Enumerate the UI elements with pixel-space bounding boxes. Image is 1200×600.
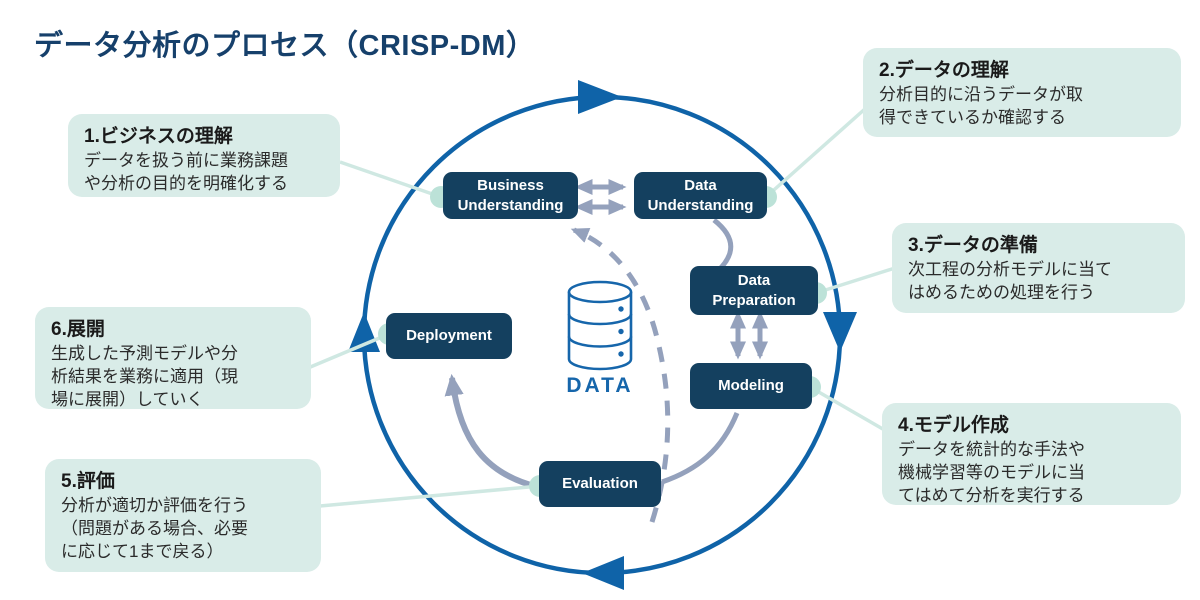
callout-5-line: （問題がある場合、必要 bbox=[61, 519, 248, 538]
dashed-feedback-arrow bbox=[570, 227, 671, 523]
callout-6-line: 生成した予測モデルや分 bbox=[51, 344, 238, 363]
cycle-arrowhead-right-icon bbox=[823, 312, 857, 352]
node-data-preparation-label: Data Preparation bbox=[712, 271, 796, 309]
database-icon: DATA bbox=[566, 280, 633, 397]
callout-business-understanding: 1.ビジネスの理解 データを扱う前に業務課題 や分析の目的を明確化する bbox=[68, 114, 340, 197]
callout-5-line: 分析が適切か評価を行う bbox=[61, 496, 248, 515]
callout-6-line: 場に展開）していく bbox=[51, 390, 204, 409]
flow-arrow-evaluation-to-deployment bbox=[444, 373, 539, 490]
callout-2-heading: 2.データの理解 bbox=[879, 60, 1009, 81]
connector-callout-2 bbox=[764, 106, 868, 199]
cycle-arrowhead-bottom-icon bbox=[582, 556, 624, 590]
callout-connectors bbox=[307, 106, 896, 508]
callout-3-line: 次工程の分析モデルに当て bbox=[908, 260, 1112, 279]
callout-1-heading: 1.ビジネスの理解 bbox=[84, 126, 233, 147]
connector-callout-3 bbox=[815, 266, 896, 295]
callout-2-line: 得できているか確認する bbox=[879, 108, 1066, 127]
callout-4-line: データを統計的な手法や bbox=[898, 440, 1085, 459]
node-business-understanding-label: Business Understanding bbox=[457, 176, 564, 214]
connector-callout-5 bbox=[319, 484, 541, 508]
callout-deployment: 6.展開 生成した予測モデルや分 析結果を業務に適用（現 場に展開）していく bbox=[35, 307, 311, 409]
callout-6-heading: 6.展開 bbox=[51, 319, 105, 340]
callout-6-line: 析結果を業務に適用（現 bbox=[51, 367, 238, 386]
callout-2-line: 分析目的に沿うデータが取 bbox=[879, 85, 1083, 104]
database-label: DATA bbox=[566, 374, 633, 397]
connector-callout-6 bbox=[307, 332, 390, 370]
callout-3-heading: 3.データの準備 bbox=[908, 235, 1038, 256]
node-modeling: Modeling bbox=[690, 363, 812, 409]
node-data-understanding: Data Understanding bbox=[634, 172, 767, 219]
node-evaluation-label: Evaluation bbox=[562, 475, 638, 492]
node-evaluation: Evaluation bbox=[539, 461, 661, 507]
connector-callout-4 bbox=[809, 385, 889, 434]
callout-data-understanding: 2.データの理解 分析目的に沿うデータが取 得できているか確認する bbox=[863, 48, 1181, 137]
callout-3-line: はめるための処理を行う bbox=[908, 283, 1095, 302]
callout-1-line: や分析の目的を明確化する bbox=[84, 174, 288, 193]
node-modeling-label: Modeling bbox=[718, 377, 784, 394]
callout-5-line: に応じて1まで戻る） bbox=[61, 542, 224, 561]
callout-4-heading: 4.モデル作成 bbox=[898, 415, 1009, 436]
callout-4-line: 機械学習等のモデルに当 bbox=[898, 463, 1085, 482]
page-title: データ分析のプロセス（CRISP-DM） bbox=[34, 30, 536, 62]
callout-modeling: 4.モデル作成 データを統計的な手法や 機械学習等のモデルに当 てはめて分析を実… bbox=[882, 403, 1181, 505]
node-deployment-label: Deployment bbox=[406, 327, 492, 344]
callout-1-line: データを扱う前に業務課題 bbox=[84, 151, 288, 170]
callout-evaluation: 5.評価 分析が適切か評価を行う （問題がある場合、必要 に応じて1まで戻る） bbox=[45, 459, 321, 572]
flow-curve-modeling-to-evaluation bbox=[661, 412, 740, 485]
callout-5-heading: 5.評価 bbox=[61, 471, 115, 492]
node-data-understanding-label: Data Understanding bbox=[647, 176, 754, 214]
callout-4-line: てはめて分析を実行する bbox=[898, 486, 1085, 505]
node-business-understanding: Business Understanding bbox=[443, 172, 578, 219]
node-data-preparation: Data Preparation bbox=[690, 266, 818, 315]
connector-callout-1 bbox=[339, 160, 442, 199]
node-deployment: Deployment bbox=[386, 313, 512, 359]
callout-data-preparation: 3.データの準備 次工程の分析モデルに当て はめるための処理を行う bbox=[892, 223, 1185, 313]
cycle-arrowhead-top-icon bbox=[578, 80, 622, 114]
